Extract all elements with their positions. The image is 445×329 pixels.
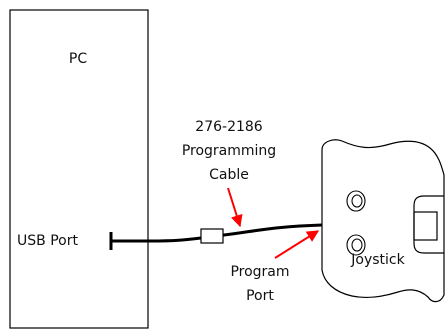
joystick-body xyxy=(321,139,445,303)
program-port-label-line1: Program xyxy=(230,264,289,280)
pc-box xyxy=(9,9,149,329)
joystick-button-top-inner xyxy=(351,194,363,208)
joystick-grip-slot xyxy=(413,211,438,241)
program-port-arrow xyxy=(274,230,320,259)
pc-label: PC xyxy=(69,51,87,67)
joystick-button-bottom-outer xyxy=(346,234,366,256)
cable-label-part-number: 276-2186 xyxy=(195,119,262,135)
usb-port-label: USB Port xyxy=(17,233,78,249)
program-port-label-line2: Port xyxy=(246,288,274,304)
joystick-button-bottom-inner xyxy=(351,238,363,252)
joystick-label: Joystick xyxy=(350,252,405,268)
cable-ferrite xyxy=(200,228,224,244)
cable-label-cable: Cable xyxy=(209,167,249,183)
programming-cable xyxy=(109,223,324,243)
cable-label-programming: Programming xyxy=(182,143,276,159)
joystick-button-top-outer xyxy=(346,190,366,212)
cable-arrow xyxy=(227,187,243,228)
